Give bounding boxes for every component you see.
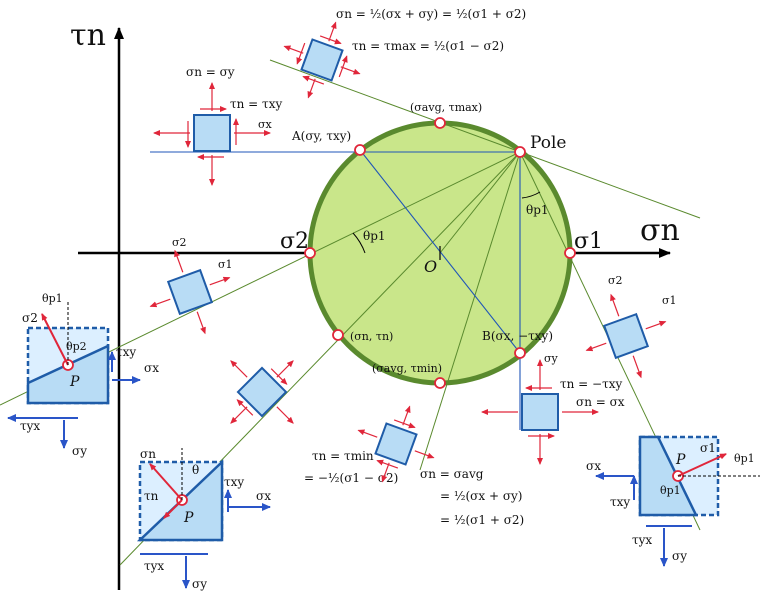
wedgeL-txy: τxy (116, 345, 136, 359)
point-bottom (434, 377, 446, 389)
wedgeC-sy: σy (192, 577, 207, 591)
point-pole (514, 146, 526, 158)
elemR-s2: σ2 (608, 274, 623, 287)
elemB-sy: σy (544, 352, 559, 365)
eq-right-1: τn = −τxy (560, 377, 623, 391)
wedge-left (7, 300, 141, 449)
wedgeR-theta: θp1 (734, 452, 755, 465)
wedge-right (595, 435, 760, 567)
point-nt (332, 329, 344, 341)
sigma-axis-label: σn (640, 213, 680, 248)
A-label: A(σy, τxy) (291, 129, 351, 143)
wedgeL-tyx: τyx (20, 419, 40, 433)
wedgeR-P: P (675, 452, 686, 468)
element-principal-left (149, 249, 231, 335)
eq-top-2: τn = τmax = ½(σ1 − σ2) (352, 39, 504, 53)
eq-bottom-4: = ½(σx + σy) (440, 489, 522, 503)
eq-right-2: σn = σx (576, 395, 625, 409)
wedgeL-P: P (69, 374, 80, 390)
wedgeC-tyx: τyx (144, 559, 164, 573)
eq-bottom-1: τn = τmin (312, 449, 374, 463)
element-A (153, 82, 271, 186)
elemR-s1: σ1 (662, 294, 677, 307)
eq-left-2: τn = τxy (230, 97, 282, 111)
eq-top-1: σn = ½(σx + σy) = ½(σ1 + σ2) (336, 7, 526, 21)
elemL-s1: σ1 (218, 258, 233, 271)
B-label: B(σx, −τxy) (482, 329, 553, 343)
bottom-label: (σavg, τmin) (372, 362, 442, 375)
elemA-sx: σx (258, 118, 273, 131)
wedgeC-tn: τn (144, 489, 159, 503)
wedgeR-theta2: θp1 (660, 484, 681, 497)
point-A (354, 144, 366, 156)
wedgeR-tyx: τyx (632, 533, 652, 547)
theta-p1-pole: θp1 (526, 203, 549, 217)
eq-left-1: σn = σy (186, 65, 235, 79)
element-tau-min (357, 405, 435, 483)
elemL-s2: σ2 (172, 236, 187, 249)
wedgeC-txy: τxy (224, 475, 244, 489)
point-B (514, 347, 526, 359)
eq-bottom-3: σn = σavg (420, 467, 484, 481)
point-sigma1 (564, 247, 576, 259)
wedgeL-s2: σ2 (22, 311, 38, 325)
theta-p1-circle: θp1 (363, 229, 386, 243)
wedgeR-txy: τxy (610, 495, 630, 509)
eq-bottom-5: = ½(σ1 + σ2) (440, 513, 524, 527)
wedgeL-theta2: θp2 (66, 340, 87, 353)
sigma2-label: σ2 (280, 229, 309, 254)
element-B (481, 359, 599, 465)
wedge-center (136, 448, 271, 589)
eq-bottom-2: = −½(σ1 − σ2) (304, 471, 398, 485)
point-top (434, 117, 446, 129)
wedgeR-sy: σy (672, 549, 687, 563)
wedgeL-sx: σx (144, 361, 159, 375)
nt-label: (σn, τn) (350, 330, 393, 343)
wedgeL-sy: σy (72, 444, 87, 458)
sigma1-label: σ1 (574, 229, 603, 254)
element-principal-right (585, 293, 667, 379)
origin-label: O (424, 257, 437, 276)
wedgeC-P: P (183, 510, 194, 526)
element-tau-max (283, 21, 361, 99)
wedgeL-theta: θp1 (42, 292, 63, 305)
point-sigma2 (304, 247, 316, 259)
tau-axis-label: τn (70, 18, 106, 53)
element-center (230, 360, 294, 424)
wedgeC-theta: θ (192, 463, 199, 477)
wedgeC-sx: σx (256, 489, 271, 503)
wedgeR-sx: σx (586, 459, 601, 473)
pole-label: Pole (530, 133, 566, 153)
top-label: (σavg, τmax) (410, 101, 482, 114)
wedgeR-s1: σ1 (700, 441, 716, 455)
wedgeC-sn: σn (140, 447, 156, 461)
